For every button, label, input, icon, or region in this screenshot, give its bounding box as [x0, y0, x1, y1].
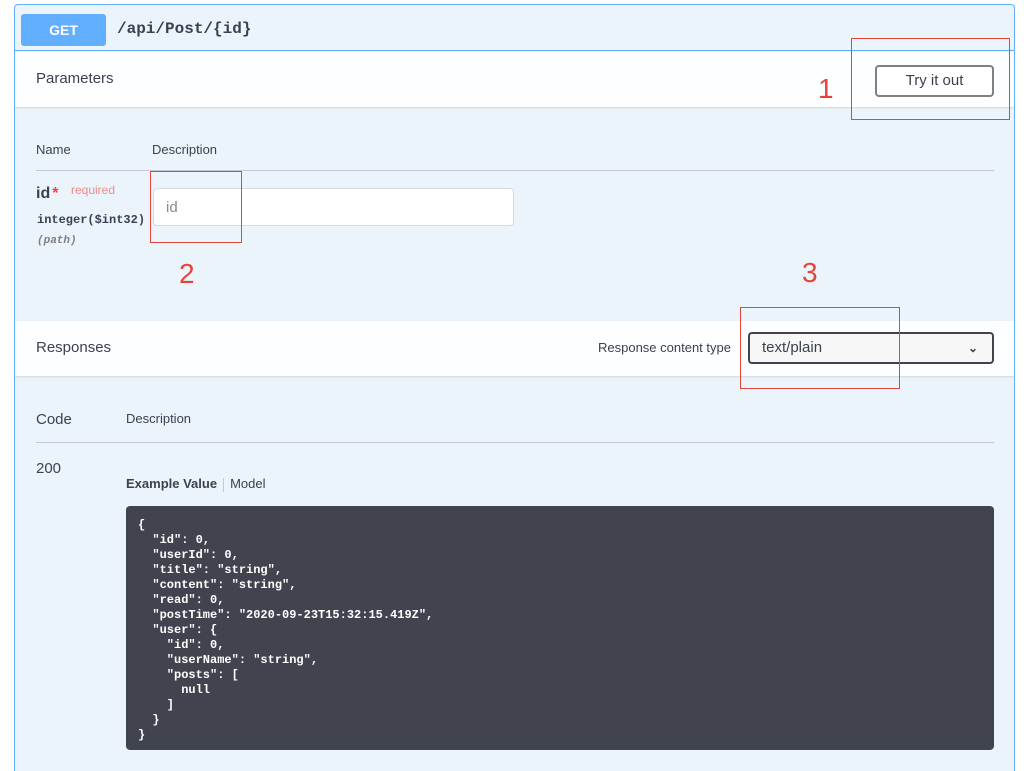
parameters-header: Parameters Try it out [15, 52, 1014, 107]
param-name: id* [36, 185, 59, 202]
responses-title: Responses [36, 339, 112, 356]
annotation-number-1: 1 [818, 73, 834, 104]
example-value-code: { "id": 0, "userId": 0, "title": "string… [126, 506, 994, 750]
tab-example-value[interactable]: Example Value [126, 476, 218, 491]
response-code: 200 [36, 460, 62, 477]
response-description-header: Description [126, 411, 192, 426]
response-code-header: Code [36, 411, 72, 428]
param-description-header: Description [152, 142, 218, 157]
chevron-down-icon: ⌄ [967, 341, 978, 355]
response-content-type-select[interactable]: text/plain ⌄ [748, 332, 994, 364]
example-json: { "id": 0, "userId": 0, "title": "string… [138, 518, 434, 742]
endpoint-path: /api/Post/{id} [117, 20, 252, 38]
annotation-number-3: 3 [802, 257, 818, 288]
operation-block: GET /api/Post/{id} Parameters Try it out… [14, 4, 1015, 771]
param-location: (path) [37, 235, 77, 247]
tab-model[interactable]: Model [230, 476, 266, 491]
required-star: * [52, 185, 59, 202]
response-content-type-label: Response content type [598, 340, 731, 355]
annotation-number-2: 2 [179, 258, 195, 289]
selected-content-type: text/plain [762, 339, 823, 356]
http-method-badge: GET [21, 14, 106, 46]
try-it-out-button[interactable]: Try it out [875, 65, 994, 97]
required-label: required [71, 183, 116, 197]
annotation-box-3 [740, 307, 900, 389]
tab-separator [223, 477, 225, 492]
param-type: integer($int32) [37, 213, 146, 227]
annotation-box-2 [150, 171, 242, 243]
parameters-title: Parameters [36, 70, 114, 87]
param-name-header: Name [36, 142, 71, 157]
divider [36, 442, 994, 443]
operation-summary[interactable]: GET /api/Post/{id} [15, 5, 1014, 51]
annotation-box-1 [851, 38, 1010, 120]
example-model-tabs: Example Value Model [126, 476, 265, 492]
divider [36, 170, 994, 171]
id-input[interactable] [153, 188, 514, 226]
